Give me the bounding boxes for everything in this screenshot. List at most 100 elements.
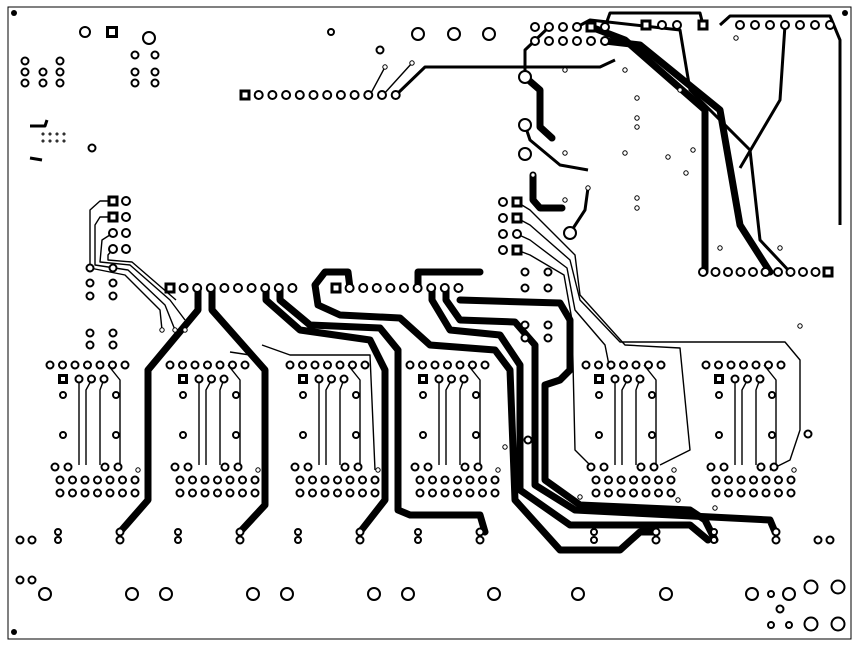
- pad: [651, 535, 661, 545]
- pad: [755, 374, 765, 384]
- pad: [267, 90, 278, 100]
- pad: [192, 283, 203, 293]
- pad: [518, 70, 532, 84]
- pad-layer: [15, 19, 846, 632]
- pad: [459, 374, 469, 384]
- pad: [308, 90, 319, 100]
- pad: [80, 475, 90, 485]
- trace: [198, 364, 241, 465]
- pad: [355, 535, 365, 545]
- pad: [723, 267, 733, 277]
- pad: [363, 90, 374, 100]
- pad: [453, 283, 464, 293]
- pad: [213, 488, 222, 498]
- pad: [225, 488, 235, 498]
- pad: [698, 267, 708, 277]
- pad: [724, 488, 733, 498]
- pad: [120, 360, 130, 370]
- pad: [786, 488, 796, 498]
- pad: [590, 528, 598, 536]
- pad: [411, 27, 425, 41]
- pad: [294, 528, 302, 536]
- pad: [15, 535, 25, 545]
- pad: [20, 56, 30, 66]
- pad: [70, 360, 80, 370]
- pad: [54, 528, 62, 536]
- pad: [751, 360, 761, 370]
- pad: [121, 244, 131, 254]
- square-pad: [298, 374, 308, 384]
- pad: [544, 36, 554, 46]
- pad: [736, 488, 746, 498]
- pad: [100, 462, 110, 472]
- pad: [85, 291, 95, 301]
- pad: [776, 360, 786, 370]
- pad: [599, 462, 609, 472]
- pad: [219, 283, 230, 293]
- pad: [761, 488, 771, 498]
- via: [48, 139, 52, 143]
- pad: [159, 587, 173, 601]
- pad: [358, 488, 367, 498]
- via: [172, 327, 178, 333]
- pad: [179, 391, 187, 399]
- via: [562, 197, 568, 203]
- via: [502, 444, 508, 450]
- pad: [55, 488, 65, 498]
- pad: [295, 475, 305, 485]
- pad: [453, 488, 462, 498]
- via: [62, 139, 66, 143]
- pad: [38, 67, 48, 77]
- trace: [718, 14, 842, 225]
- pad: [641, 475, 651, 485]
- via: [62, 132, 66, 136]
- via: [622, 150, 628, 156]
- pad: [644, 360, 653, 370]
- pad: [299, 391, 307, 399]
- pad: [810, 20, 820, 30]
- pad: [355, 527, 365, 537]
- via: [777, 245, 783, 251]
- pad: [95, 360, 105, 370]
- pad: [130, 475, 140, 485]
- pad: [130, 50, 140, 60]
- pad: [648, 391, 656, 399]
- pad: [750, 20, 760, 30]
- pad: [771, 527, 781, 537]
- pad: [748, 267, 758, 277]
- pad: [706, 462, 716, 472]
- pad: [735, 20, 745, 30]
- pad: [353, 462, 363, 472]
- pad: [55, 475, 65, 485]
- trace: [107, 248, 177, 301]
- square-pad: [714, 374, 724, 384]
- pad: [308, 488, 317, 498]
- pad: [571, 587, 585, 601]
- pad: [121, 196, 131, 206]
- trace-layer: [29, 11, 842, 554]
- square-pad: [697, 19, 709, 31]
- pad: [786, 475, 796, 485]
- pad: [233, 462, 243, 472]
- pad: [606, 360, 616, 370]
- via: [634, 205, 640, 211]
- pad: [610, 374, 620, 384]
- pad: [38, 78, 48, 88]
- trace: [516, 249, 591, 466]
- pad: [428, 475, 437, 485]
- pad: [273, 283, 284, 293]
- pad: [443, 360, 452, 370]
- pad: [803, 616, 819, 632]
- pad: [769, 462, 779, 472]
- square-pad: [107, 195, 119, 207]
- pad: [453, 475, 462, 485]
- pad: [207, 374, 216, 384]
- pad: [523, 435, 533, 445]
- pad: [631, 360, 641, 370]
- pad: [440, 488, 450, 498]
- via: [55, 139, 59, 143]
- pad: [345, 488, 355, 498]
- trace: [601, 37, 774, 276]
- trace: [208, 284, 269, 536]
